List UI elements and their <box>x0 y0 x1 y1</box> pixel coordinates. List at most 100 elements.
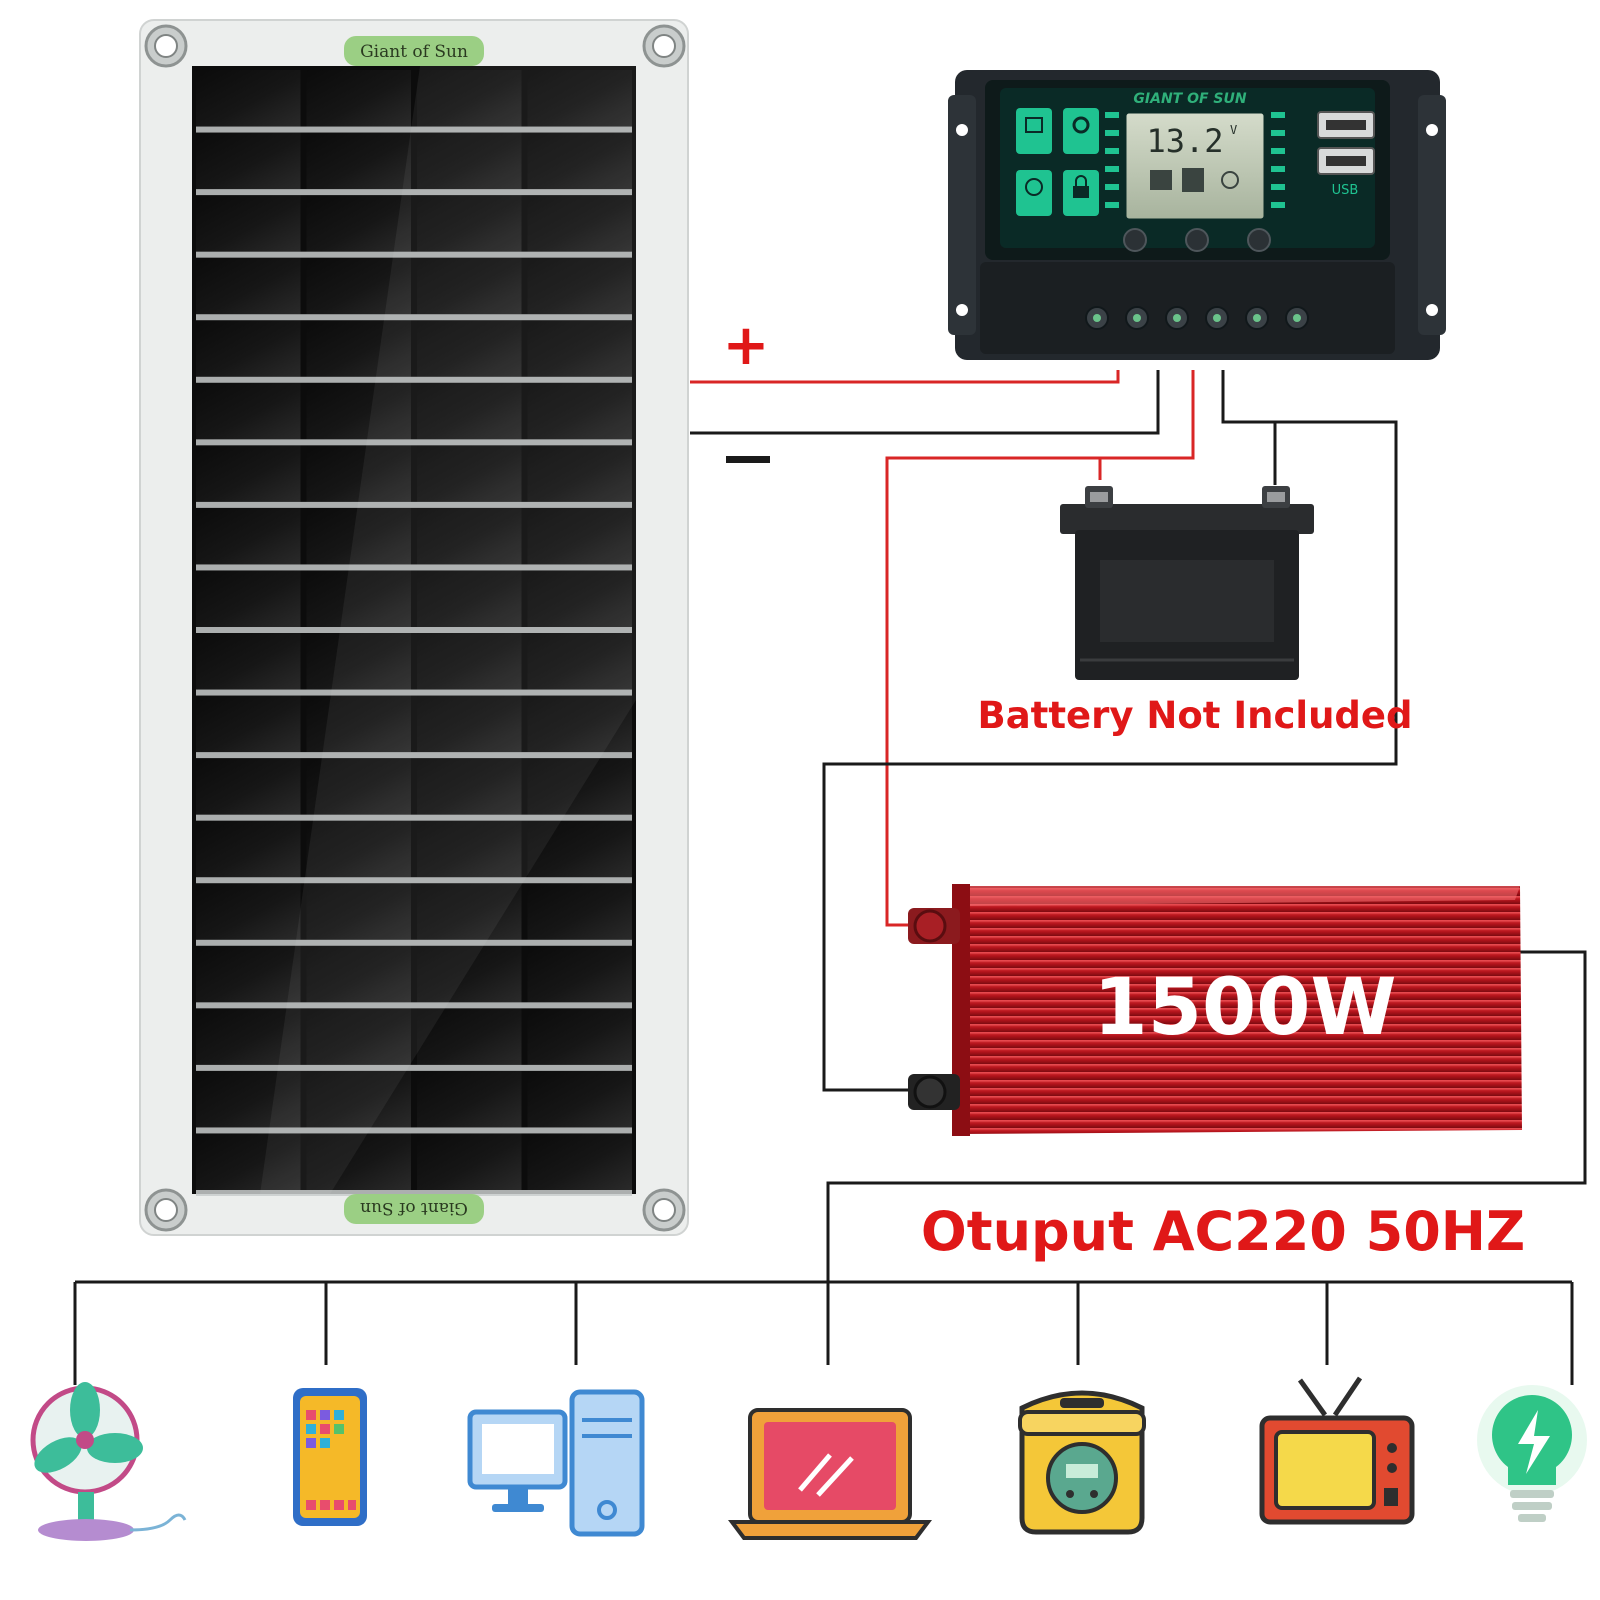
solar-cell <box>527 382 632 440</box>
solar-cell <box>417 195 522 252</box>
solar-cell <box>306 195 411 252</box>
solar-cell <box>196 1133 301 1190</box>
solar-cell <box>417 820 522 878</box>
solar-cell <box>527 633 632 690</box>
solar-cell <box>306 883 411 940</box>
solar-cell <box>196 820 301 878</box>
inverter-positive-terminal <box>908 908 960 944</box>
solar-cell <box>417 70 522 127</box>
solar-cell <box>417 570 522 627</box>
solar-cell <box>306 570 411 627</box>
solar-cell <box>196 507 301 565</box>
solar-cell <box>527 883 632 940</box>
solar-cell <box>417 1133 522 1190</box>
svg-text:GIANT OF SUN: GIANT OF SUN <box>1133 91 1246 107</box>
svg-text:V: V <box>1230 123 1237 137</box>
svg-text:Giant of Sun: Giant of Sun <box>360 42 468 62</box>
solar-cell <box>417 445 522 502</box>
solar-cell <box>306 945 411 1003</box>
cell-busbar <box>196 939 632 946</box>
solar-cell <box>527 320 632 377</box>
solar-cell <box>306 382 411 440</box>
cell-busbar <box>196 814 632 821</box>
solar-cell <box>196 1070 301 1128</box>
cell-busbar <box>196 752 632 759</box>
solar-cell <box>417 1070 522 1128</box>
solar-cell <box>196 445 301 502</box>
inverter-power-label: 1500W <box>1093 963 1396 1053</box>
solar-cell <box>306 132 411 190</box>
cell-busbar <box>196 1127 632 1134</box>
rice-cooker-icon <box>1018 1390 1146 1535</box>
cell-busbar <box>196 627 632 633</box>
solar-cell <box>417 1008 522 1065</box>
solar-cell <box>527 445 632 502</box>
usb-port-icon <box>1317 111 1375 175</box>
clock-timer-icon <box>1016 170 1052 216</box>
panel-brand-bottom: Giant of Sun <box>344 1194 484 1224</box>
inverter-negative-terminal <box>908 1074 960 1110</box>
solar-cell <box>196 257 301 315</box>
solar-cell <box>306 1133 411 1190</box>
charge-controller: GIANT OF SUN 13.2 V <box>948 70 1446 360</box>
cell-busbar <box>196 376 632 383</box>
output-spec-label: Otuput AC220 50HZ <box>921 1200 1525 1263</box>
solar-cell <box>527 695 632 753</box>
controller-button[interactable] <box>1247 228 1271 252</box>
fan-icon <box>30 1382 187 1541</box>
battery-not-included-note: Battery Not Included <box>978 694 1413 737</box>
solar-cell <box>196 320 301 377</box>
solar-cell <box>196 570 301 627</box>
inverter: 1500W <box>908 884 1522 1136</box>
cell-busbar <box>196 501 632 508</box>
solar-cell <box>196 758 301 815</box>
solar-cell <box>417 320 522 377</box>
solar-cell <box>306 695 411 753</box>
solar-cell <box>417 945 522 1003</box>
solar-cell <box>417 633 522 690</box>
cell-busbar <box>196 439 632 446</box>
solar-cell <box>417 695 522 753</box>
controller-button[interactable] <box>1185 228 1209 252</box>
solar-cell <box>306 633 411 690</box>
solar-cell <box>417 758 522 815</box>
solar-cell <box>196 132 301 190</box>
solar-cell <box>527 820 632 878</box>
solar-cell <box>527 132 632 190</box>
solar-cell <box>196 1008 301 1065</box>
phone-icon <box>293 1388 367 1526</box>
controller-button[interactable] <box>1123 228 1147 252</box>
solar-cell <box>196 695 301 753</box>
solar-cell <box>527 945 632 1003</box>
solar-cell <box>306 1070 411 1128</box>
panel-brand-top: Giant of Sun <box>344 36 484 66</box>
cell-busbar <box>196 189 632 196</box>
solar-cell <box>196 883 301 940</box>
solar-cell <box>196 195 301 252</box>
solar-cell <box>306 70 411 127</box>
solar-cell <box>196 945 301 1003</box>
solar-cell <box>306 507 411 565</box>
solar-cell <box>527 1133 632 1190</box>
solar-cell <box>417 132 522 190</box>
solar-cell <box>306 445 411 502</box>
solar-cell <box>527 1070 632 1128</box>
solar-cell <box>196 382 301 440</box>
cell-busbar <box>196 1064 632 1071</box>
solar-cell <box>527 570 632 627</box>
solar-cell <box>306 820 411 878</box>
solar-cell <box>527 507 632 565</box>
solar-cell <box>527 195 632 252</box>
laptop-icon <box>728 1408 932 1540</box>
light-bulb-icon <box>1477 1385 1587 1522</box>
solar-cell <box>527 257 632 315</box>
solar-cell <box>196 70 301 127</box>
battery <box>1060 486 1314 680</box>
lcd-voltage-reading: 13.2 <box>1146 122 1223 160</box>
solar-cell <box>306 320 411 377</box>
solar-cell <box>417 382 522 440</box>
solar-cell <box>417 257 522 315</box>
desktop-computer-icon <box>467 1389 645 1537</box>
solar-panel: Giant of Sun Giant of Sun <box>139 19 689 1236</box>
